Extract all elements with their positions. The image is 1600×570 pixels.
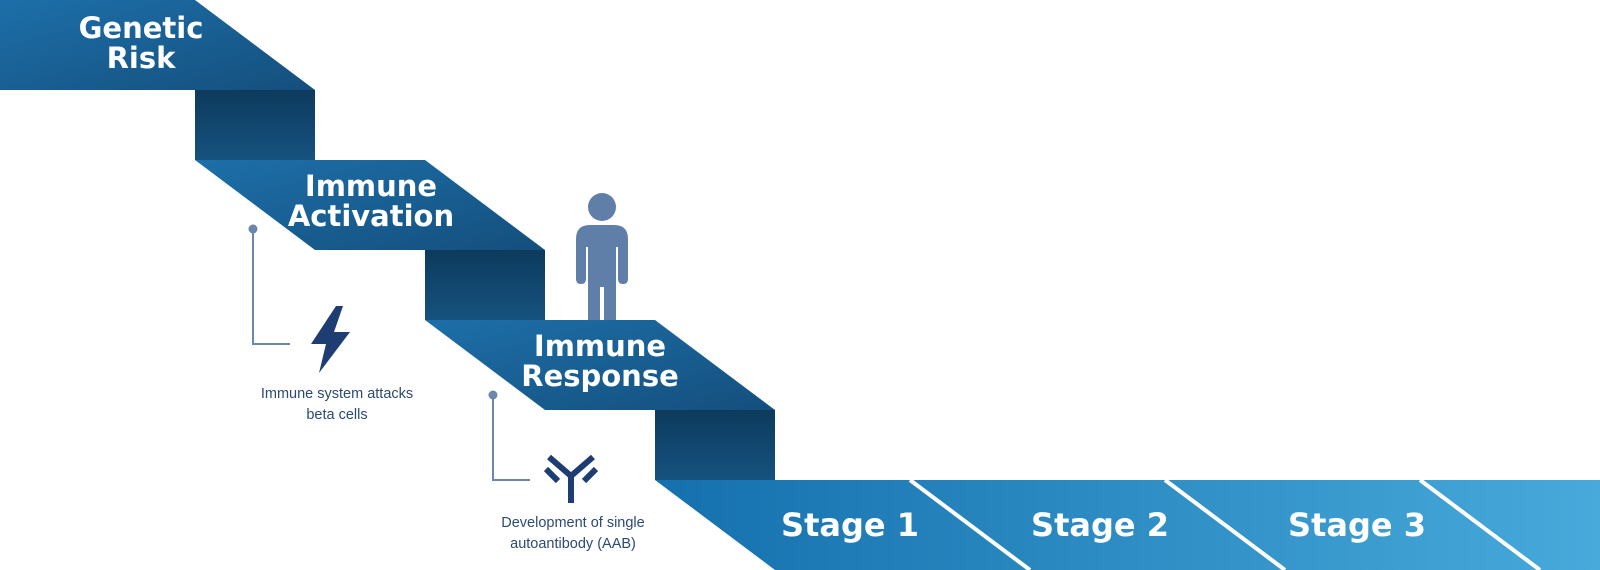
step-label-immune-response: Immune <box>534 329 666 363</box>
riser-3 <box>655 410 775 480</box>
stage-label-1: Stage 1 <box>781 506 919 544</box>
stage-label-2: Stage 2 <box>1031 506 1169 544</box>
step-label-genetic-risk: Genetic <box>79 11 204 45</box>
step-label-genetic-risk-2: Risk <box>107 41 177 75</box>
riser-1 <box>195 90 315 160</box>
stage-divider-2 <box>1163 478 1287 570</box>
annotation-caption-2b: autoantibody (AAB) <box>510 536 636 552</box>
annotation-caption-2: Development of single <box>501 515 644 531</box>
annotation-caption-1b: beta cells <box>306 407 367 423</box>
lightning-bolt-icon <box>311 306 350 373</box>
step-label-immune-response-2: Response <box>521 359 679 393</box>
stage-label-3: Stage 3 <box>1288 506 1426 544</box>
stage-band <box>655 480 1600 570</box>
stage-divider-3 <box>1418 478 1542 570</box>
step-immune-activation <box>195 160 545 250</box>
step-genetic-risk <box>0 0 315 90</box>
riser-2 <box>425 250 545 320</box>
person-icon <box>576 193 628 320</box>
step-immune-response <box>425 320 775 410</box>
annotation-connector-1 <box>248 224 290 345</box>
step-label-immune-activation-2: Activation <box>288 199 454 233</box>
annotation-connector-2 <box>488 390 530 481</box>
step-label-immune-activation: Immune <box>305 169 437 203</box>
stage-divider-1 <box>908 478 1032 570</box>
annotation-caption-1: Immune system attacks <box>261 386 413 402</box>
antibody-icon <box>543 454 599 503</box>
